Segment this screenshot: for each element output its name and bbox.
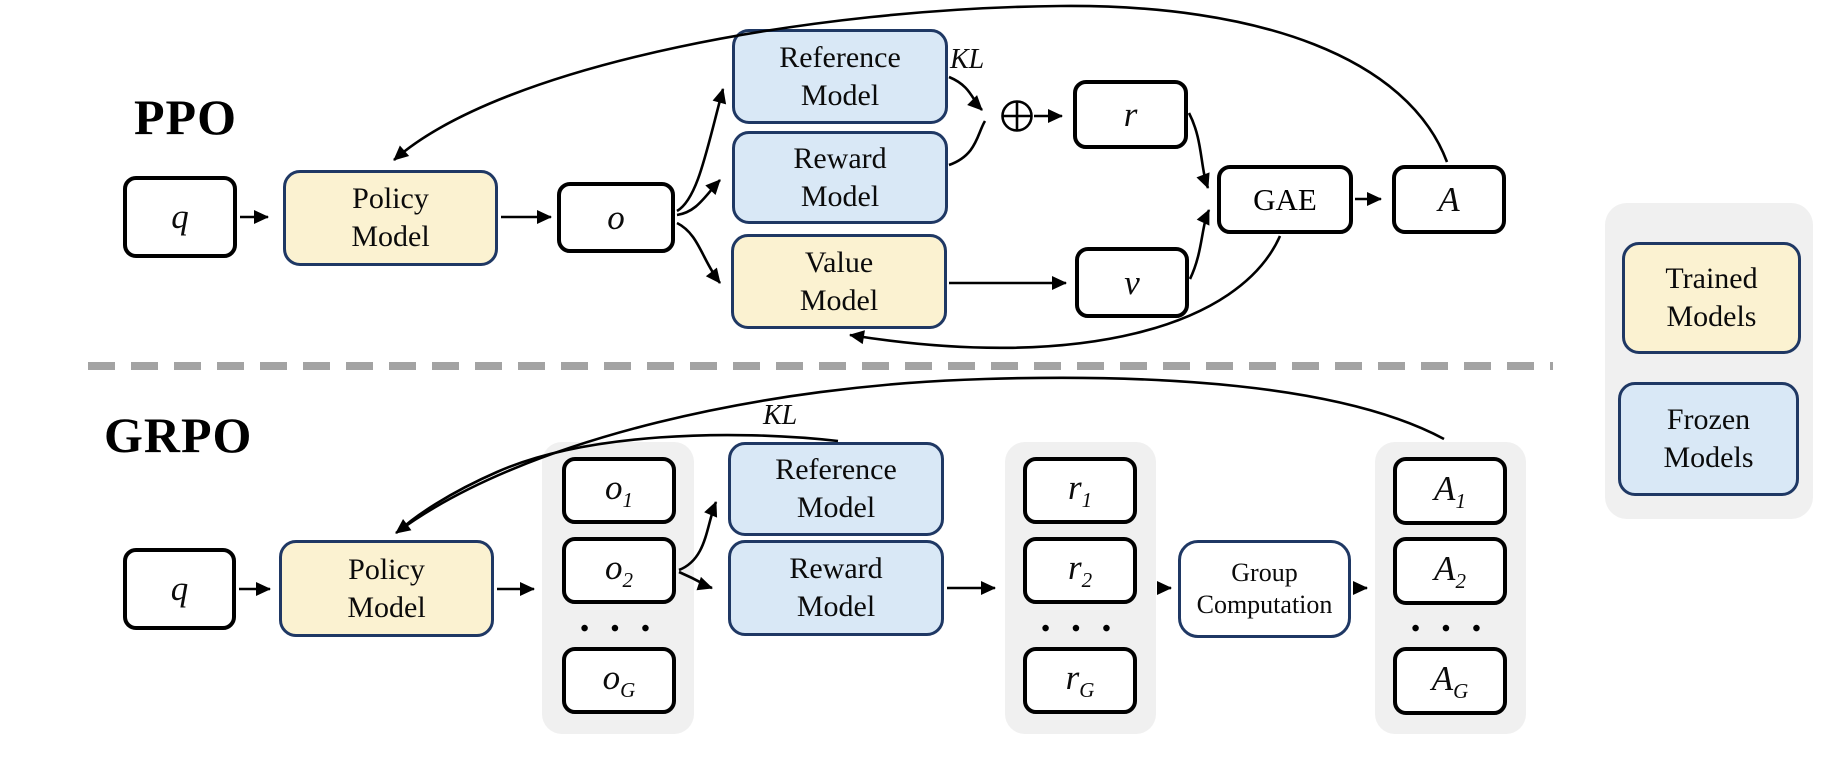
- circled-plus-icon: [1001, 100, 1033, 132]
- ppo-arrow-reward-to-oplus: [948, 120, 987, 167]
- grpo-reference-model-node: Reference Model: [728, 442, 944, 536]
- ppo-gae-node: GAE: [1217, 165, 1353, 234]
- ppo-value-label: v: [1124, 262, 1140, 302]
- ppo-arrow-v-to-gae: [1188, 209, 1211, 280]
- grpo-output-2-label: o2: [605, 548, 633, 592]
- grpo-advantages-ellipsis: • • •: [1411, 616, 1489, 642]
- ppo-advantage-node: A: [1392, 165, 1506, 234]
- grpo-advantage-2-node: A2: [1393, 537, 1507, 605]
- ppo-gae-label: GAE: [1253, 181, 1317, 217]
- ppo-reference-model-node: Reference Model: [732, 29, 948, 124]
- ppo-query-node: q: [123, 176, 237, 258]
- grpo-reward-1-node: r1: [1023, 457, 1137, 524]
- grpo-reward-1-label: r1: [1067, 468, 1093, 512]
- ppo-arrow-o-to-reward: [676, 179, 721, 217]
- ppo-query-label: q: [171, 197, 189, 236]
- grpo-policy-model-node: Policy Model: [279, 540, 494, 637]
- grpo-reward-g-node: rG: [1023, 647, 1137, 714]
- ppo-output-label: o: [607, 197, 625, 237]
- ppo-kl-label: KL: [950, 44, 985, 75]
- grpo-rewards-ellipsis: • • •: [1041, 616, 1119, 642]
- ppo-value-node: v: [1075, 247, 1189, 318]
- legend-frozen-models: Frozen Models: [1618, 382, 1799, 496]
- grpo-advantage-g-node: AG: [1393, 647, 1507, 715]
- ppo-reward-node: r: [1073, 80, 1188, 149]
- ppo-advantage-label: A: [1438, 179, 1460, 219]
- grpo-output-g-node: oG: [562, 647, 676, 714]
- grpo-reward-2-node: r2: [1023, 537, 1137, 604]
- grpo-output-g-label: oG: [602, 658, 636, 702]
- ppo-output-node: o: [557, 182, 675, 253]
- legend-trained-models: Trained Models: [1622, 242, 1801, 354]
- ppo-arrow-o-to-value: [676, 221, 722, 284]
- grpo-section-title: GRPO: [104, 407, 253, 463]
- grpo-output-1-label: o1: [605, 468, 633, 512]
- grpo-advantage-1-node: A1: [1393, 457, 1507, 525]
- ppo-arrow-o-to-reference: [676, 88, 727, 213]
- ppo-section-title: PPO: [134, 89, 237, 145]
- grpo-group-computation-node: Group Computation: [1178, 540, 1351, 638]
- grpo-advantage-1-label: A1: [1434, 468, 1466, 513]
- ppo-arrow-r-to-gae: [1187, 112, 1210, 189]
- ppo-policy-model-node: Policy Model: [283, 170, 498, 266]
- grpo-outputs-ellipsis: • • •: [580, 616, 658, 642]
- grpo-query-node: q: [123, 548, 236, 630]
- grpo-output-2-node: o2: [562, 537, 676, 604]
- grpo-query-label: q: [170, 569, 189, 608]
- grpo-reward-g-label: rG: [1065, 658, 1095, 702]
- grpo-output-1-node: o1: [562, 457, 676, 524]
- grpo-advantage-g-label: AG: [1431, 658, 1469, 703]
- ppo-arrow-reference-to-oplus-kl: [948, 75, 983, 111]
- ppo-value-model-node: Value Model: [731, 234, 947, 329]
- grpo-reward-model-node: Reward Model: [728, 540, 944, 636]
- grpo-reward-2-label: r2: [1067, 548, 1093, 592]
- ppo-reward-label: r: [1123, 94, 1138, 134]
- grpo-kl-label: KL: [763, 400, 798, 431]
- grpo-advantage-2-label: A2: [1434, 548, 1466, 593]
- ppo-reward-model-node: Reward Model: [732, 131, 948, 224]
